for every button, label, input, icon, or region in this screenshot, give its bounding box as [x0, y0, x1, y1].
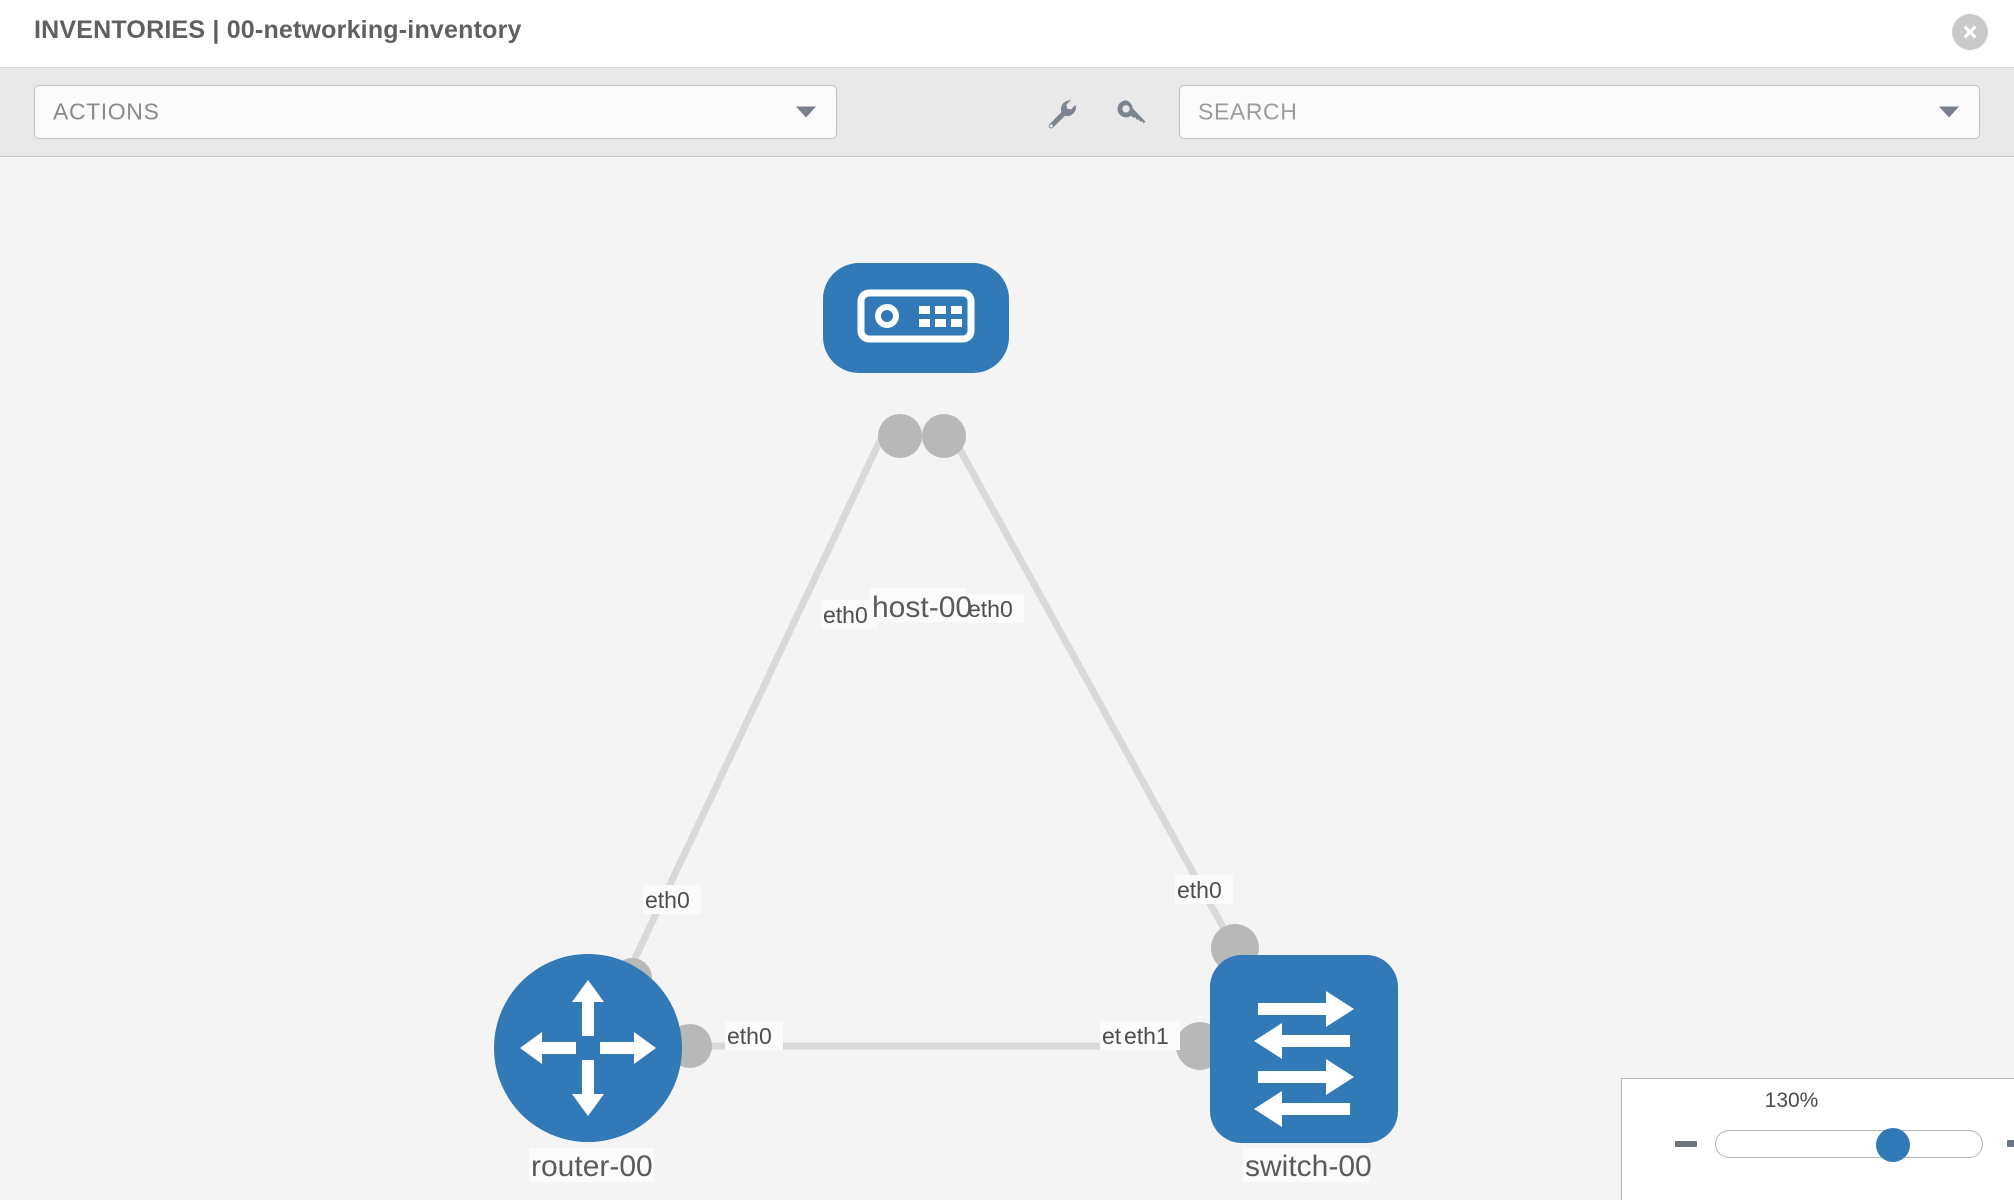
key-icon[interactable] — [1108, 92, 1152, 136]
node-switch-00[interactable] — [1210, 955, 1398, 1143]
zoom-slider[interactable] — [1715, 1128, 1983, 1162]
nub-host-right — [922, 414, 966, 458]
iface-label-host-right: eth0 — [966, 594, 1024, 623]
search-input[interactable]: SEARCH — [1179, 85, 1980, 139]
svg-text:host-00: host-00 — [872, 591, 972, 624]
link-host-switch[interactable] — [944, 424, 1244, 962]
zoom-percent-label: 130% — [1764, 1089, 1819, 1112]
page-title: INVENTORIES | 00-networking-inventory — [34, 16, 522, 44]
server-icon — [857, 289, 975, 343]
svg-text:router-00: router-00 — [531, 1150, 653, 1183]
close-icon[interactable] — [1952, 14, 1988, 50]
svg-text:eth0: eth0 — [645, 887, 690, 913]
zoom-control-panel: 130% — [1621, 1078, 2014, 1200]
zoom-slider-thumb[interactable] — [1876, 1128, 1910, 1162]
actions-dropdown-label: ACTIONS — [53, 98, 160, 125]
chevron-down-icon — [796, 106, 816, 118]
iface-label-switch-up: eth0 — [1175, 875, 1233, 904]
node-label-switch-00: switch-00 — [1243, 1148, 1372, 1183]
minus-icon[interactable] — [1669, 1127, 1703, 1161]
svg-text:eth0: eth0 — [823, 602, 868, 628]
svg-text:eth0: eth0 — [968, 596, 1013, 622]
page-header: INVENTORIES | 00-networking-inventory — [0, 0, 2014, 68]
iface-label-router-right: eth0 — [725, 1021, 783, 1050]
svg-text:eth0: eth0 — [1177, 877, 1222, 903]
topology-graph: eth0 eth0 host-00 eth0 eth0 — [494, 263, 1398, 1183]
router-arrows-icon — [520, 980, 656, 1116]
topology-canvas[interactable]: eth0 eth0 host-00 eth0 eth0 — [0, 158, 2014, 1200]
svg-text:eth1: eth1 — [1124, 1023, 1169, 1049]
search-placeholder: SEARCH — [1198, 98, 1298, 125]
node-host-00[interactable] — [823, 263, 1009, 373]
svg-text:switch-00: switch-00 — [1245, 1150, 1372, 1183]
iface-label-switch-left-front: eth1 — [1122, 1021, 1180, 1050]
wrench-icon[interactable] — [1040, 92, 1084, 136]
nub-host-left — [878, 414, 922, 458]
node-router-00[interactable] — [494, 954, 682, 1142]
svg-text:eth0: eth0 — [727, 1023, 772, 1049]
actions-dropdown[interactable]: ACTIONS — [34, 85, 837, 139]
iface-label-router-up: eth0 — [643, 885, 701, 914]
node-label-router-00: router-00 — [529, 1148, 654, 1183]
node-label-host-00: host-00 — [870, 588, 972, 624]
plus-icon[interactable] — [2002, 1127, 2014, 1161]
switch-arrows-icon — [1254, 991, 1354, 1127]
chevron-down-icon[interactable] — [1939, 106, 1959, 118]
iface-label-host-left: eth0 — [821, 600, 877, 629]
